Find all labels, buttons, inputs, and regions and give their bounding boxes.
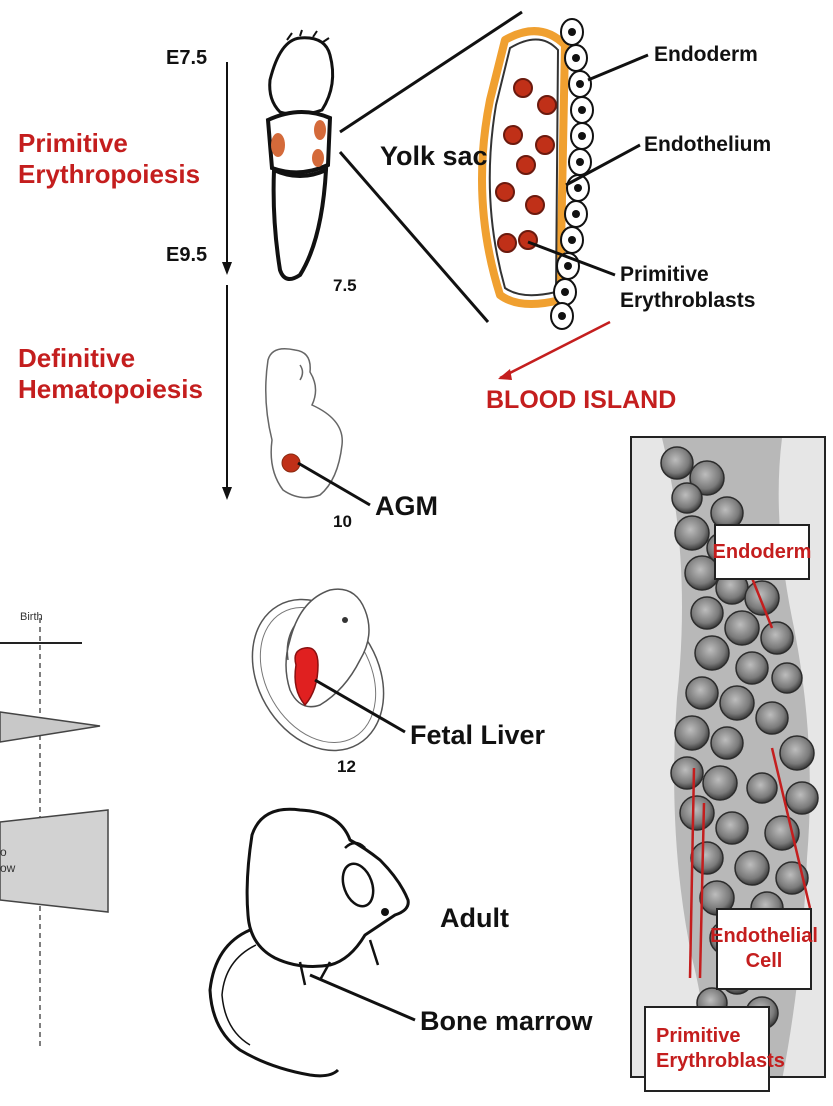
definitive-label-line1: Definitive bbox=[18, 343, 203, 374]
mouse-illustration bbox=[210, 809, 415, 1076]
micrograph-erythroblasts-line2: Erythroblasts bbox=[656, 1049, 785, 1074]
stage-10-number: 10 bbox=[333, 513, 352, 530]
yolk-sac-label: Yolk sac bbox=[380, 143, 488, 170]
endothelium-label: Endothelium bbox=[644, 134, 771, 155]
zoom-line-bottom bbox=[340, 152, 488, 322]
micrograph-erythroblasts-line1: Primitive bbox=[656, 1024, 740, 1049]
fetal-liver-label: Fetal Liver bbox=[410, 722, 545, 749]
micrograph-endothelial-box: Endothelial Cell bbox=[716, 908, 812, 990]
agm-label: AGM bbox=[375, 493, 438, 520]
stage-e9-5-label: E9.5 bbox=[166, 245, 207, 265]
birth-label: Birth bbox=[20, 612, 43, 623]
micrograph-endoderm-box: Endoderm bbox=[714, 524, 810, 580]
definitive-label-line2: Hematopoiesis bbox=[18, 374, 203, 405]
bone-marrow-label: Bone marrow bbox=[420, 1008, 593, 1035]
timeline-arrow bbox=[222, 62, 232, 500]
stage-e7-5-label: E7.5 bbox=[166, 48, 207, 68]
blood-island-arrow bbox=[500, 322, 610, 378]
definitive-hematopoiesis-label: Definitive Hematopoiesis bbox=[18, 343, 203, 404]
blood-island-label: BLOOD ISLAND bbox=[486, 388, 676, 413]
chart-fragment-1: o bbox=[0, 846, 7, 858]
primitive-erythroblasts-line1: Primitive bbox=[620, 262, 755, 288]
primitive-erythroblasts-label: Primitive Erythroblasts bbox=[620, 262, 755, 315]
primitive-label-line2: Erythropoiesis bbox=[18, 159, 200, 190]
primitive-erythroblasts-line2: Erythroblasts bbox=[620, 288, 755, 314]
primitive-erythropoiesis-label: Primitive Erythropoiesis bbox=[18, 128, 200, 189]
left-chart-fragment bbox=[0, 618, 108, 1050]
stage-12-number: 12 bbox=[337, 758, 356, 775]
embryo-7-5-illustration bbox=[268, 30, 333, 279]
micrograph-endoderm-label: Endoderm bbox=[713, 540, 812, 565]
micrograph-endothelial-line2: Cell bbox=[746, 949, 783, 974]
chart-fragment-2: ow bbox=[0, 862, 15, 874]
embryo-12-illustration bbox=[226, 576, 410, 775]
micrograph-erythroblasts-box: Primitive Erythroblasts bbox=[644, 1006, 770, 1092]
adult-label: Adult bbox=[440, 905, 509, 932]
embryo-10-illustration bbox=[266, 349, 370, 505]
primitive-label-line1: Primitive bbox=[18, 128, 200, 159]
stage-7-5-number: 7.5 bbox=[333, 277, 357, 294]
micrograph-endothelial-line1: Endothelial bbox=[710, 924, 818, 949]
endoderm-label: Endoderm bbox=[654, 44, 758, 65]
